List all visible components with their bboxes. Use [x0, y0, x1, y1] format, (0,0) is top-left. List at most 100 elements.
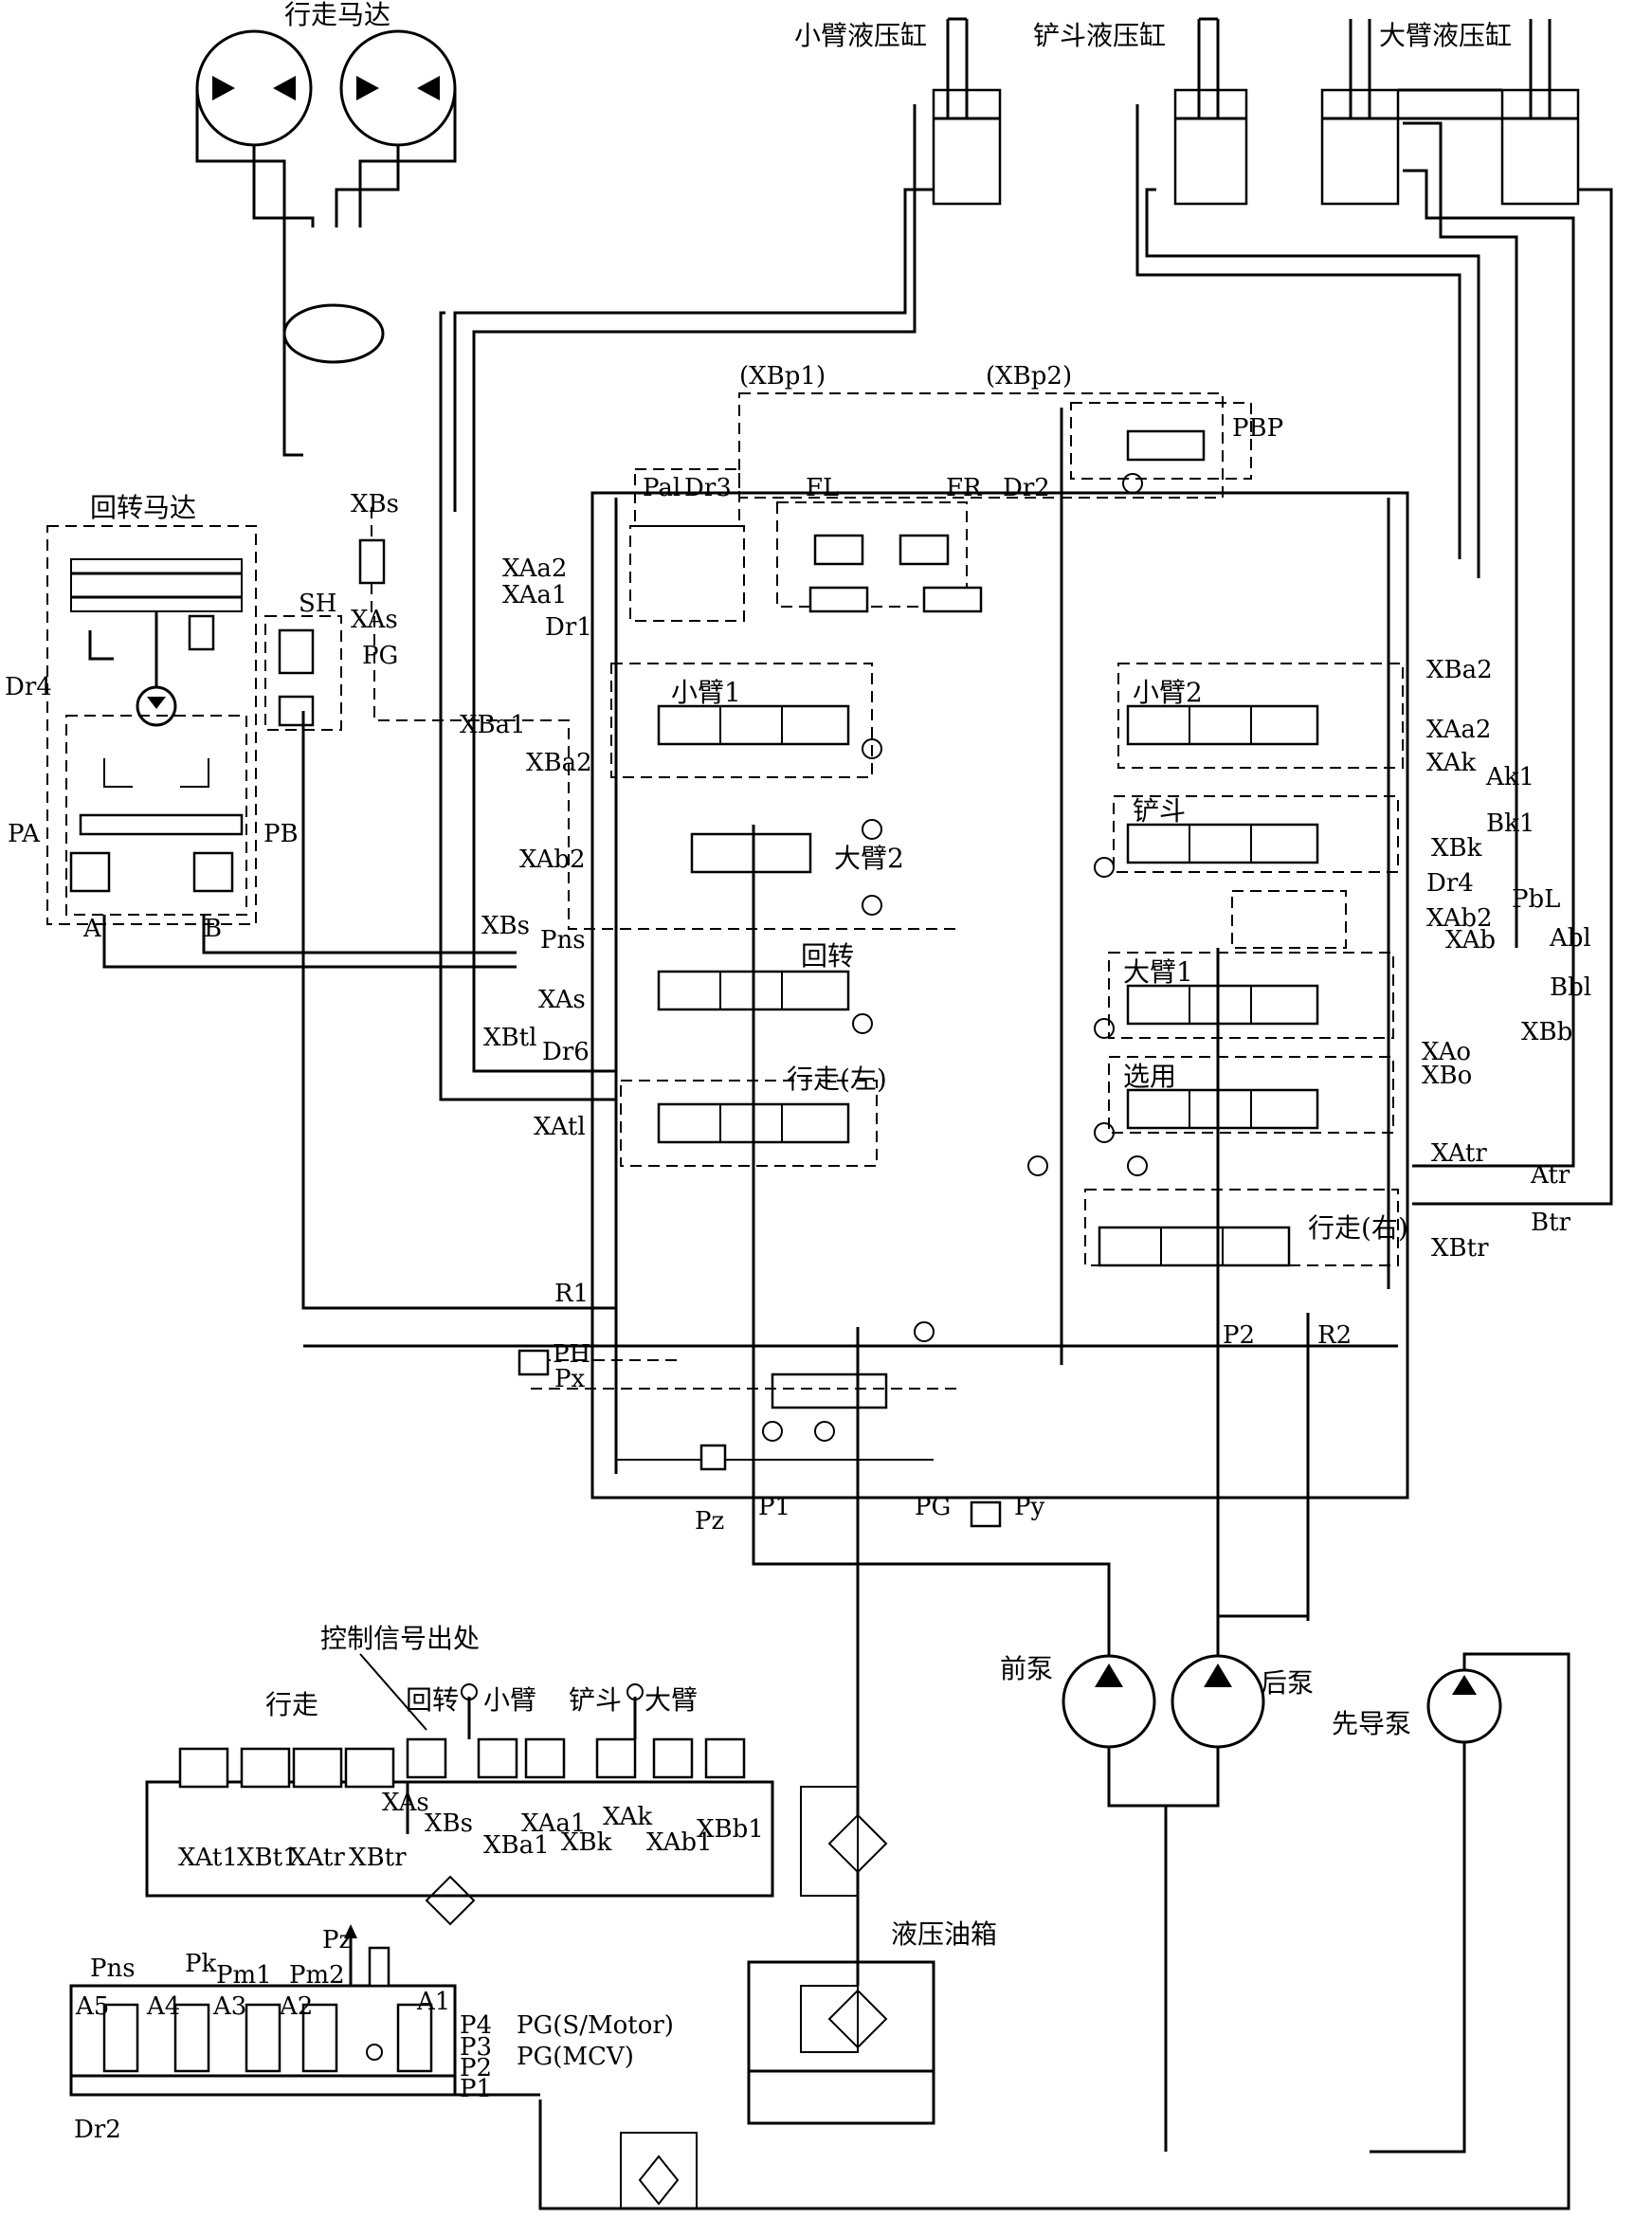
label-swing: 回转 [801, 940, 854, 972]
port-btr: Btr [1531, 1209, 1571, 1237]
port-dr6: Dr6 [542, 1038, 590, 1066]
main-control-valve: 小臂1 小臂2 铲斗 大臂2 大臂1 回转 选用 行走(左) 行走(右) (XB… [303, 362, 1591, 1618]
rear-pump-label: 后泵 [1261, 1667, 1314, 1699]
port-xbk-right: XBk [1431, 834, 1482, 863]
swing-motor-label: 回转马达 [90, 492, 196, 523]
port-ph: PH [553, 1340, 590, 1369]
port-xbs-top: XBs [351, 490, 399, 518]
port-xbp2: (XBp2) [986, 362, 1072, 391]
port-pg-valve: PG [915, 1493, 951, 1521]
port-dr2-bottom: Dr2 [74, 2116, 121, 2144]
port-xbb: XBb [1521, 1018, 1572, 1046]
port-px: Px [554, 1365, 585, 1393]
port-fr: FR [946, 474, 983, 502]
arm-cylinder: 小臂液压缸 [794, 17, 1002, 206]
port-pbp: PBP [1232, 414, 1283, 443]
label-arm1: 小臂1 [671, 677, 741, 708]
port-xaa1-left: XAa1 [502, 581, 567, 609]
port-xbs-pilot: XBs [425, 1809, 473, 1838]
label-travel-left: 行走(左) [787, 1064, 887, 1095]
port-xas-mid: XAs [538, 986, 586, 1014]
port-pns-mid: Pns [540, 926, 586, 954]
port-xas-pilot: XAs [382, 1789, 429, 1817]
port-dr2-top: Dr2 [1003, 474, 1050, 502]
port-xab: XAb [1445, 926, 1496, 954]
port-xba1-pilot: XBa1 [483, 1831, 550, 1860]
label-bucket: 铲斗 [1133, 795, 1186, 827]
valve-section-bucket [1126, 823, 1319, 864]
label-boom1: 大臂1 [1123, 956, 1193, 988]
port-p2-pilot: P2 [460, 2054, 492, 2082]
port-xbtl: XBtl [483, 1024, 536, 1052]
port-ak1: Ak1 [1485, 763, 1534, 791]
port-xab2-left: XAb2 [519, 845, 586, 874]
travel-motor-label: 行走马达 [284, 0, 390, 30]
port-xak-pilot: XAk [603, 1803, 652, 1831]
port-pb: PB [263, 820, 299, 848]
tank-label: 液压油箱 [891, 1918, 997, 1950]
port-pbl: PbL [1512, 885, 1560, 914]
label-boom2: 大臂2 [834, 843, 904, 874]
port-pal: Pal [643, 474, 681, 502]
port-dr4-left: Dr4 [5, 673, 52, 701]
port-pg-smotor: PG(S/Motor) [517, 2011, 674, 2040]
pilot-label-bucket: 铲斗 [569, 1684, 622, 1716]
valve-section-arm1 [657, 704, 850, 746]
return-filter [620, 2132, 698, 2209]
port-abl: Abl [1549, 924, 1591, 953]
pumps: 前泵 后泵 先导泵 [538, 1488, 1570, 2210]
port-pg-swing: PG [362, 642, 398, 670]
port-p2: P2 [1223, 1321, 1255, 1350]
pilot-control-valves: 控制信号出处 行走 回转 小臂 铲斗 大臂 XAt1 XBt1 XAtr XBt… [145, 1623, 774, 1926]
port-xaa1-pilot: XAa1 [521, 1809, 586, 1838]
port-dr1: Dr1 [545, 613, 592, 642]
port-xbtr-right: XBtr [1431, 1234, 1489, 1263]
port-xaa2-right: XAa2 [1426, 716, 1491, 744]
label-optional: 选用 [1123, 1061, 1176, 1092]
port-p1-pilot: P1 [460, 2075, 492, 2103]
valve-body-outline [590, 491, 1409, 1500]
port-xba2-left: XBa2 [526, 749, 592, 777]
port-dr3: Dr3 [684, 474, 732, 502]
label-travel-right: 行走(右) [1308, 1212, 1408, 1244]
port-py: Py [1014, 1493, 1044, 1521]
port-xatr: XAtr [1431, 1139, 1487, 1168]
port-a1: A1 [416, 1988, 450, 2016]
port-p4: P4 [460, 2011, 492, 2040]
port-r2: R2 [1317, 1321, 1352, 1350]
solenoid-manifold: Pz Pns Pk Pm1 Pm2 A5 A4 A3 A2 A1 P4 P3 P… [69, 1924, 674, 2144]
port-xab2-right: XAb2 [1426, 904, 1493, 933]
arm-cylinder-label: 小臂液压缸 [794, 20, 927, 51]
cylinder-hoses [282, 104, 1613, 1206]
swing-motor-block: 回转马达 Dr4 PA PB A B [5, 492, 517, 969]
port-xba1-left: XBa1 [460, 711, 526, 739]
pilot-label-arm: 小臂 [483, 1684, 536, 1716]
port-xbo: XBo [1422, 1062, 1472, 1090]
valve-section-boom1 [1126, 984, 1319, 1026]
bucket-cylinder-label: 铲斗液压缸 [1033, 20, 1166, 51]
port-a2: A2 [279, 1992, 313, 2021]
port-atr: Atr [1530, 1161, 1570, 1190]
boom-cylinders: 大臂液压缸 [1320, 19, 1580, 206]
port-xab1-pilot: XAb1 [646, 1828, 713, 1857]
port-fl: FL [806, 474, 839, 502]
bucket-cylinder: 铲斗液压缸 [1033, 17, 1248, 206]
pilot-valve-manifold [145, 1780, 774, 1898]
main-hoses [301, 531, 957, 1310]
tank-box [747, 1960, 935, 2125]
port-a5: A5 [75, 1992, 109, 2021]
pilot-label-travel: 行走 [265, 1689, 318, 1720]
port-xatr-pilot: XAtr [289, 1844, 345, 1872]
port-dr4-right: Dr4 [1426, 869, 1474, 898]
pilot-pump-label: 先导泵 [1332, 1708, 1411, 1739]
port-bk1: Bk1 [1486, 809, 1534, 838]
valve-section-optional [1126, 1088, 1319, 1130]
port-a: A [82, 915, 102, 943]
pilot-label-swing: 回转 [406, 1684, 459, 1716]
port-pg-mcv: PG(MCV) [517, 2043, 634, 2071]
port-p3: P3 [460, 2033, 492, 2062]
pilot-label-boom: 大臂 [644, 1684, 698, 1716]
valve-section-arm2 [1126, 704, 1319, 746]
control-signal-label: 控制信号出处 [320, 1623, 480, 1654]
